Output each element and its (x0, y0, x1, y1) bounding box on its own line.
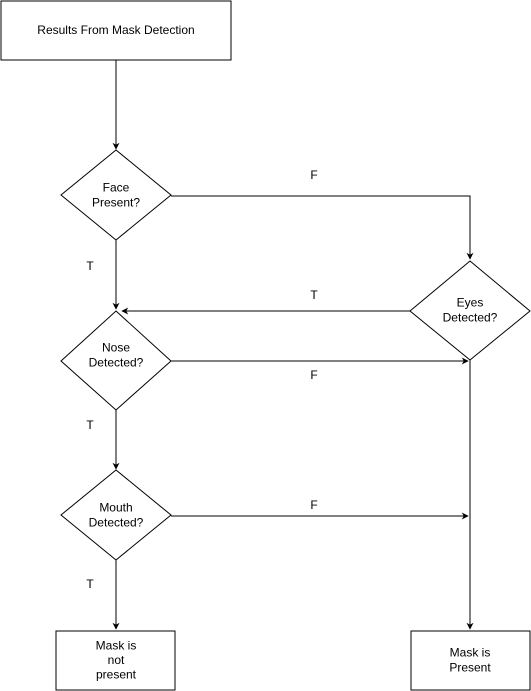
edge-face-to-eyes (171, 195, 474, 260)
eyes-true-label: T (310, 288, 318, 302)
node-label-line: Mouth (99, 501, 132, 515)
nose-decision (60, 310, 172, 411)
node-label-line: Present? (92, 196, 140, 210)
node-label-line: Present (449, 661, 491, 675)
mouth-true-label: T (86, 577, 94, 591)
node-label-line: present (96, 668, 137, 682)
node-label-line: not (108, 653, 125, 667)
node-label-line: Results From Mask Detection (37, 23, 194, 37)
node-label-line: Eyes (457, 296, 484, 310)
nose-true-label: T (86, 418, 94, 432)
mouth-decision (60, 469, 172, 561)
face-decision (60, 149, 172, 241)
start-node (0, 0, 232, 61)
node-label-line: Detected? (89, 356, 144, 370)
start-label: Results From Mask Detection (37, 23, 194, 37)
node-label-line: Nose (102, 341, 130, 355)
node-label-line: Detected? (89, 516, 144, 530)
node-label-line: Face (103, 181, 130, 195)
face-true-label: T (86, 259, 94, 273)
node-label-line: Detected? (443, 311, 498, 325)
mouth-false-label: F (310, 498, 317, 512)
eyes-decision (409, 260, 531, 361)
mask-present-node (410, 630, 531, 691)
mask-not-present-node (55, 630, 176, 691)
nose-false-label: F (310, 368, 317, 382)
node-label-line: Mask is (96, 639, 137, 653)
node-label-line: Mask is (450, 646, 491, 660)
face-false-label: F (310, 168, 317, 182)
